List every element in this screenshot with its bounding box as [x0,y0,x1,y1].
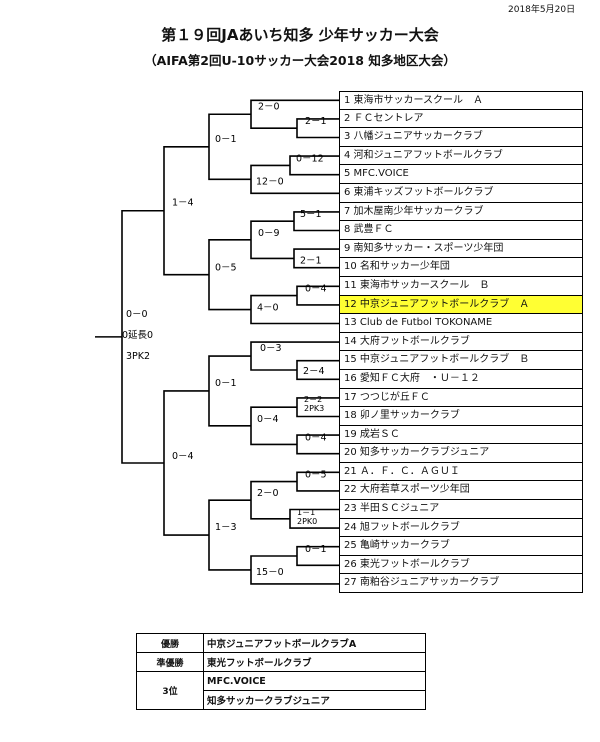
team-row: 24 旭フットボールクラブ [339,518,583,538]
score-label: 2－4 [303,366,325,377]
result-label: 3位 [136,671,204,710]
score-label: 2PK0 [297,517,317,526]
team-row: 15 中京ジュニアフットボールクラブ Ｂ [339,351,583,370]
team-row: 9 南知多サッカー・スポーツ少年団 [339,239,583,259]
team-row: 17 つつじが丘ＦＣ [339,388,583,408]
result-value: MFC.VOICE [203,671,426,691]
score-label: 0－4 [305,284,327,295]
score-label: 2－1 [300,255,322,266]
result-row-champion: 優勝 中京ジュニアフットボールクラブA [136,633,426,653]
score-label: 0－9 [258,228,280,239]
team-row: 13 Club de Futbol TOKONAME [339,314,583,333]
result-row-third-2: 知多サッカークラブジュニア [137,690,426,710]
score-label: 0－5 [305,470,327,481]
score-label: 2－1 [305,116,327,127]
score-label: 4－0 [257,303,279,314]
team-row: 10 名和サッカー少年団 [339,258,583,277]
result-value: 中京ジュニアフットボールクラブA [203,633,426,653]
tournament-bracket: 2－1 2－0 0－12 12－0 0－1 5－1 2－1 0－9 0－4 4－0 0－5 1－4 2－… [95,99,339,585]
score-label: 12－0 [256,176,284,187]
score-label: 0－1 [215,134,237,145]
bracket-line [208,113,251,181]
team-row: 2 ＦＣセントレア [339,109,583,129]
bracket-lines [95,99,339,585]
team-row: 20 知多サッカークラブジュニア [339,444,583,463]
score-label: 1－4 [172,198,194,209]
score-label: 0－3 [260,343,282,354]
team-row: 22 大府若草スポーツ少年団 [339,481,583,501]
team-row: 23 半田ＳＣジュニア [339,500,583,519]
score-label: 2－2 [304,395,322,404]
score-label: 3PK2 [126,351,150,362]
result-row-runner-up: 準優勝 東光フットボールクラブ [136,652,426,672]
team-row: 12 中京ジュニアフットボールクラブ Ａ [339,295,583,315]
date-label: 2018年5月20日 [508,5,576,15]
bracket-line [208,355,251,427]
score-label: 0－12 [296,153,324,164]
team-row: 8 武豊ＦＣ [339,221,583,240]
page-subtitle: （AIFA第2回U-10サッカー大会2018 知多地区大会） [144,53,456,68]
score-label: 2PK3 [304,404,324,413]
page-title: 第１９回JAあいち知多 少年サッカー大会 [161,26,439,44]
team-row: 3 八幡ジュニアサッカークラブ [339,128,583,147]
result-value: 東光フットボールクラブ [203,652,426,672]
team-row: 6 東浦キッズフットボールクラブ [339,183,583,203]
team-row: 19 成岩ＳＣ [339,425,583,445]
team-row: 5 MFC.VOICE [339,165,583,184]
score-label: 2－0 [258,101,280,112]
score-label: 1－1 [297,508,315,517]
bracket-line [208,499,251,571]
bracket-line [250,406,297,446]
bracket-line [163,390,209,536]
team-row: 1 東海市サッカースクール Ａ [339,91,583,110]
team-row: 27 南粕谷ジュニアサッカークラブ [339,574,583,594]
team-row: 21 Ａ．Ｆ．Ｃ．ＡＧＵＩ [339,462,583,482]
bracket-line [163,146,209,276]
score-label: 1－3 [215,522,237,533]
result-row-third: 3位 MFC.VOICE [136,671,426,710]
score-label: 15－0 [256,567,284,578]
score-label: 0－4 [257,414,279,425]
result-value: 知多サッカークラブジュニア [203,690,426,710]
bracket-line [250,220,294,260]
result-label: 準優勝 [136,652,204,672]
team-row: 4 河和ジュニアフットボールクラブ [339,146,583,166]
score-label: 0－1 [305,544,327,555]
team-row: 16 愛知ＦＣ大府 ・Ｕ－１２ [339,369,583,389]
bracket-scores: 2－1 2－0 0－12 12－0 0－1 5－1 2－1 0－9 0－4 4－0 0－5 1－4 2－… [122,101,327,578]
team-row: 25 亀崎サッカークラブ [339,537,583,556]
result-label: 優勝 [136,633,204,653]
score-label: 0－5 [215,263,237,274]
score-label: 0－4 [305,432,327,443]
team-row: 11 東海市サッカースクール Ｂ [339,276,583,296]
team-row: 7 加木屋南少年サッカークラブ [339,202,583,222]
score-label: 0延長0 [122,329,153,341]
results-table: 優勝 中京ジュニアフットボールクラブA 準優勝 東光フットボールクラブ 3位 M… [136,633,426,710]
score-label: 0－4 [172,451,194,462]
score-label: 0－0 [126,309,148,320]
bracket-line [208,239,251,311]
team-row: 18 卯ノ里サッカークラブ [339,407,583,426]
score-label: 5－1 [300,209,322,220]
team-row: 26 東光フットボールクラブ [339,555,583,575]
score-label: 0－1 [215,378,237,389]
team-row: 14 大府フットボールクラブ [339,332,583,352]
score-label: 2－0 [257,488,279,499]
